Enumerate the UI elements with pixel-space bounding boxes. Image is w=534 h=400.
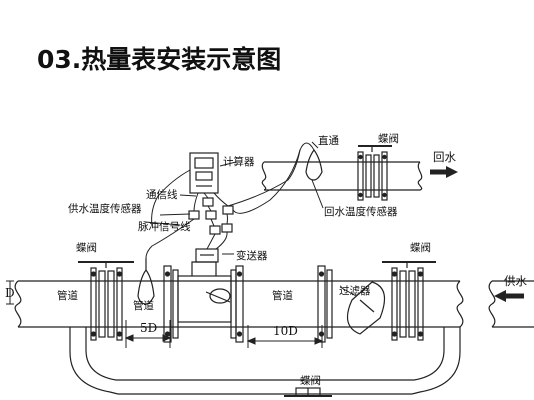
left-valve-flanges <box>78 261 134 341</box>
top-butterfly-valve-label: 蝶阀 <box>378 133 399 145</box>
main-pipe <box>14 280 534 395</box>
pipe-left2-label: 管道 <box>133 300 154 312</box>
straight-pipe-label: 直通 <box>318 135 339 147</box>
cable-connectors <box>188 197 234 235</box>
bottom-valve <box>284 387 332 397</box>
comm-line-label: 通信线 <box>146 189 178 201</box>
wiring <box>144 141 357 297</box>
supply-temp-sensor-label: 供水温度传感器 <box>68 203 142 215</box>
pulse-line-label: 脉冲信号线 <box>138 221 191 233</box>
mid-flanges <box>317 265 333 343</box>
right-valve-flanges <box>382 261 496 341</box>
filter-label: 过滤器 <box>339 285 371 297</box>
meter-flanges <box>163 248 244 343</box>
filter-body <box>346 281 386 335</box>
return-water-label: 回水 <box>433 150 456 164</box>
dim-5d-label: 5D <box>140 321 158 335</box>
left-butterfly-valve-label: 蝶阀 <box>76 242 97 254</box>
dim-d-label: D <box>5 286 15 300</box>
return-pipe <box>261 145 423 201</box>
dimension-lines <box>6 280 324 348</box>
supply-sensor-probe <box>137 258 155 305</box>
pipe-mid-label: 管道 <box>272 290 293 302</box>
right-butterfly-valve-label: 蝶阀 <box>410 242 431 254</box>
calculator-unit <box>189 152 219 194</box>
pipe-left-label: 管道 <box>57 290 78 302</box>
page-title: 03.热量表安装示意图 <box>37 45 282 74</box>
return-temp-sensor-label: 回水温度传感器 <box>324 206 398 218</box>
dim-10d-label: 10D <box>273 324 298 338</box>
transmitter-label: 变送器 <box>236 250 268 262</box>
calculator-label: 计算器 <box>223 156 255 168</box>
supply-water-label: 供水 <box>504 274 527 288</box>
bottom-butterfly-valve-label: 蝶阀 <box>300 375 321 387</box>
flow-arrows <box>430 166 524 302</box>
